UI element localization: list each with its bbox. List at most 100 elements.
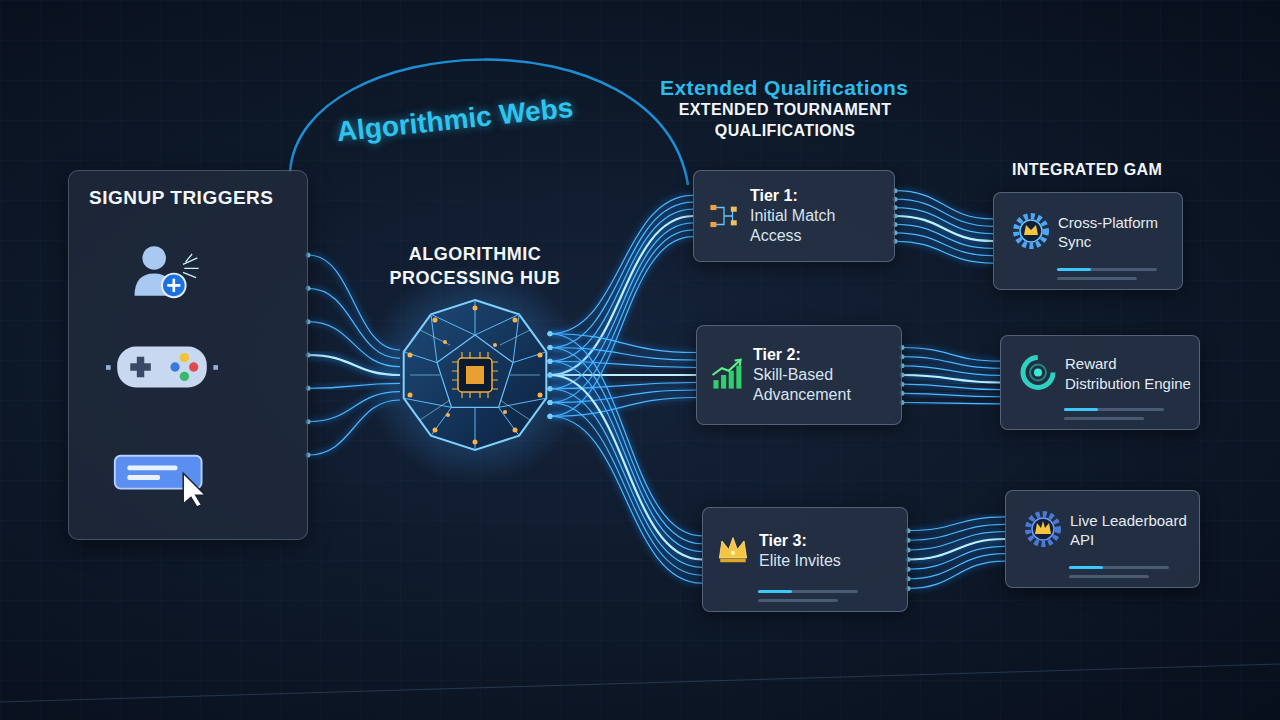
connector-line (902, 384, 1000, 389)
connector-line (902, 348, 1000, 362)
progress-track (1064, 408, 1164, 411)
connector-glow (902, 375, 1000, 383)
hub-glow (365, 265, 585, 485)
hub-polyhedron-part-part (433, 428, 438, 433)
node-body: Skill-Based Advancement (753, 365, 893, 405)
web-arc (290, 60, 688, 185)
title-wrap: Algorithmic Webs (324, 90, 586, 149)
node-body: Initial Match Access (750, 206, 886, 246)
node-body: Elite Invites (759, 551, 899, 571)
heading-label: INTEGRATED GAM (1012, 160, 1162, 181)
progress-track (1057, 268, 1157, 271)
connector-glow (902, 348, 1000, 362)
hub-polyhedron-part-part (408, 353, 413, 358)
progress-track (1064, 417, 1144, 420)
hub-polyhedron-part (466, 366, 484, 384)
connector-glow (902, 393, 1000, 396)
label-wrap: EXTENDED TOURNAMENT QUALIFICATIONS (665, 100, 905, 142)
node-icon (115, 456, 206, 507)
connector-glow (908, 561, 1005, 588)
connector-line (550, 195, 693, 333)
connector (900, 345, 1001, 405)
connector (893, 188, 994, 263)
hub-polyhedron-part-part (493, 343, 497, 347)
connector-line (902, 393, 1000, 396)
hub-polyhedron-part (437, 335, 513, 407)
service-box: Live Leaderboard API (1005, 490, 1200, 588)
node-heading: Live Leaderboard API (1070, 511, 1193, 550)
progress-fill (758, 590, 792, 593)
node-icon (719, 538, 746, 563)
hub-polyhedron-part-part (433, 318, 438, 323)
hub-polyhedron-part-part (513, 428, 518, 433)
hub-polyhedron-part-part (473, 440, 478, 445)
node-heading: Reward Distribution Engine (1065, 354, 1193, 393)
processing-hub: ALGORITHMIC PROCESSING HUB (400, 300, 550, 450)
node-heading: ALGORITHMIC PROCESSING HUB (375, 243, 575, 290)
hub-polyhedron-part-part (473, 306, 478, 311)
hub-label: ALGORITHMIC PROCESSING HUB (375, 243, 575, 290)
hub-polyhedron-part (410, 330, 540, 420)
progress-fill (1057, 268, 1091, 271)
heading-label: EXTENDED TOURNAMENT QUALIFICATIONS (665, 100, 905, 142)
hub-polyhedron-part-part (446, 413, 450, 417)
connector-line (908, 517, 1005, 531)
node-icon (106, 346, 218, 387)
hub-polyhedron-part-part (513, 318, 518, 323)
hub-polyhedron-part-part (408, 393, 413, 398)
label-wrap: Extended Qualifications (660, 74, 908, 101)
connector-line (895, 199, 993, 226)
connector (906, 517, 1006, 591)
connector-line (902, 366, 1000, 376)
node-icon (713, 360, 742, 389)
service-box: Cross-Platform Sync (993, 192, 1183, 290)
node-heading: Tier 1: (750, 186, 886, 206)
progress-track (1069, 566, 1169, 569)
connector-glow (550, 416, 702, 583)
connector-glow (902, 403, 1000, 404)
node-heading: Cross-Platform Sync (1058, 213, 1176, 252)
connector-line (550, 416, 702, 583)
progress-track (1057, 277, 1137, 280)
progress-track (1069, 575, 1149, 578)
connector-glow (902, 384, 1000, 389)
node-heading: SIGNUP TRIGGERS (89, 187, 287, 209)
heading-label: Extended Qualifications (660, 74, 908, 101)
connector-line (895, 216, 993, 241)
progress-fill (1064, 408, 1098, 411)
node-icon (135, 246, 199, 297)
tier-box: Tier 1:Initial Match Access (693, 170, 895, 262)
connector-line (908, 539, 1005, 560)
hub-polyhedron (404, 300, 547, 450)
connector-line (902, 375, 1000, 383)
label-wrap: INTEGRATED GAM (1012, 160, 1162, 181)
node-icon (1028, 514, 1058, 544)
node-heading: Tier 3: (759, 531, 899, 551)
node-icon (1016, 216, 1046, 246)
hub-polyhedron-part-part (443, 340, 447, 344)
node-icon (710, 205, 736, 227)
floor-line (0, 664, 1280, 702)
connector-line (895, 191, 993, 219)
node-icon (1023, 358, 1053, 388)
tier-box: Tier 2:Skill-Based Advancement (696, 325, 902, 425)
connector-line (908, 561, 1005, 588)
node-heading: Tier 2: (753, 345, 893, 365)
hub-polyhedron-part-part (503, 410, 507, 414)
connector-line (895, 241, 993, 263)
hub-polyhedron-part-part (538, 393, 543, 398)
progress-fill (1069, 566, 1103, 569)
connector-line (902, 403, 1000, 404)
hub-polyhedron-part (408, 306, 543, 445)
connector-line (550, 403, 702, 576)
connector-glow (550, 403, 702, 576)
hub-polyhedron-part (404, 300, 547, 450)
progress-track (758, 590, 858, 593)
diagram-title: Algorithmic Webs (324, 90, 586, 149)
hub-polyhedron-part (452, 352, 498, 398)
hub-polyhedron-part-part (538, 353, 543, 358)
connector-line (895, 208, 993, 234)
hub-polyhedron-part (458, 358, 492, 392)
hub-polyhedron-part (404, 300, 547, 450)
progress-track (758, 599, 838, 602)
